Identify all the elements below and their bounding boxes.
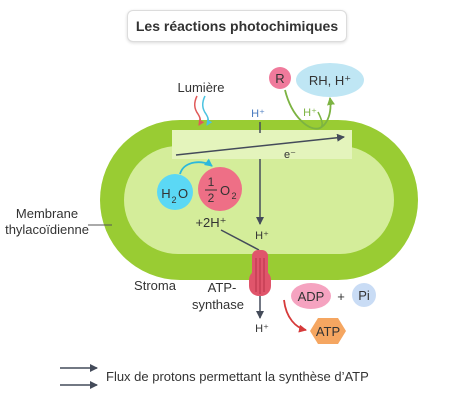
legend-text: Flux de protons permettant la synthèse d… xyxy=(106,369,369,384)
atp-label: ATP xyxy=(316,324,340,339)
page-title: Les réactions photochimiques xyxy=(127,10,347,42)
r-circle xyxy=(269,67,291,89)
atp-synthase xyxy=(249,250,271,296)
green-arrow-h xyxy=(317,111,323,129)
electron-label: e⁻ xyxy=(284,149,296,161)
rh-label: RH, H⁺ xyxy=(309,73,351,88)
light-ray-red xyxy=(194,95,205,126)
h-plus-mid: H⁺ xyxy=(255,230,269,242)
h-plus-bottom: H⁺ xyxy=(255,323,269,335)
r-label: R xyxy=(275,71,284,86)
h2o-2: 2 xyxy=(171,195,176,205)
adp-label: ADP xyxy=(298,289,325,304)
half-num: 1 xyxy=(208,175,215,189)
pi-label: Pi xyxy=(358,288,370,303)
atp-synthase-label-2: synthase xyxy=(192,297,244,312)
two-h-plus: +2H⁺ xyxy=(195,215,226,230)
stroma-label: Stroma xyxy=(134,278,177,293)
thylakoid-lumen xyxy=(124,146,394,254)
rh-ellipse xyxy=(296,63,364,97)
half-den: 2 xyxy=(208,191,215,205)
electron-arrow xyxy=(175,133,345,156)
h2o-circle xyxy=(157,174,193,210)
adp-ellipse xyxy=(291,283,331,309)
h2o-h: H xyxy=(161,186,170,201)
lumiere-label: Lumière xyxy=(178,80,225,95)
h2o-o: O xyxy=(178,186,188,201)
membrane-label-2: thylacoïdienne xyxy=(5,222,89,237)
atp-hexagon xyxy=(310,318,346,344)
membrane-label-1: Membrane xyxy=(16,206,78,221)
light-ray-cyan xyxy=(202,95,213,126)
h-plus-green: H⁺ xyxy=(303,107,317,119)
photosystem-band xyxy=(172,130,352,159)
pi-circle xyxy=(352,283,376,307)
h-plus-top: H⁺ xyxy=(251,108,265,120)
water-split-arrow xyxy=(179,158,213,175)
o2-circle xyxy=(198,167,242,211)
plus-sign: + xyxy=(337,289,345,304)
o2-o: O xyxy=(220,183,230,198)
atp-synthase-label-1: ATP- xyxy=(208,280,237,295)
two-h-connector xyxy=(220,229,260,251)
atp-formation-arrow xyxy=(283,299,307,333)
o2-2: 2 xyxy=(231,191,236,201)
